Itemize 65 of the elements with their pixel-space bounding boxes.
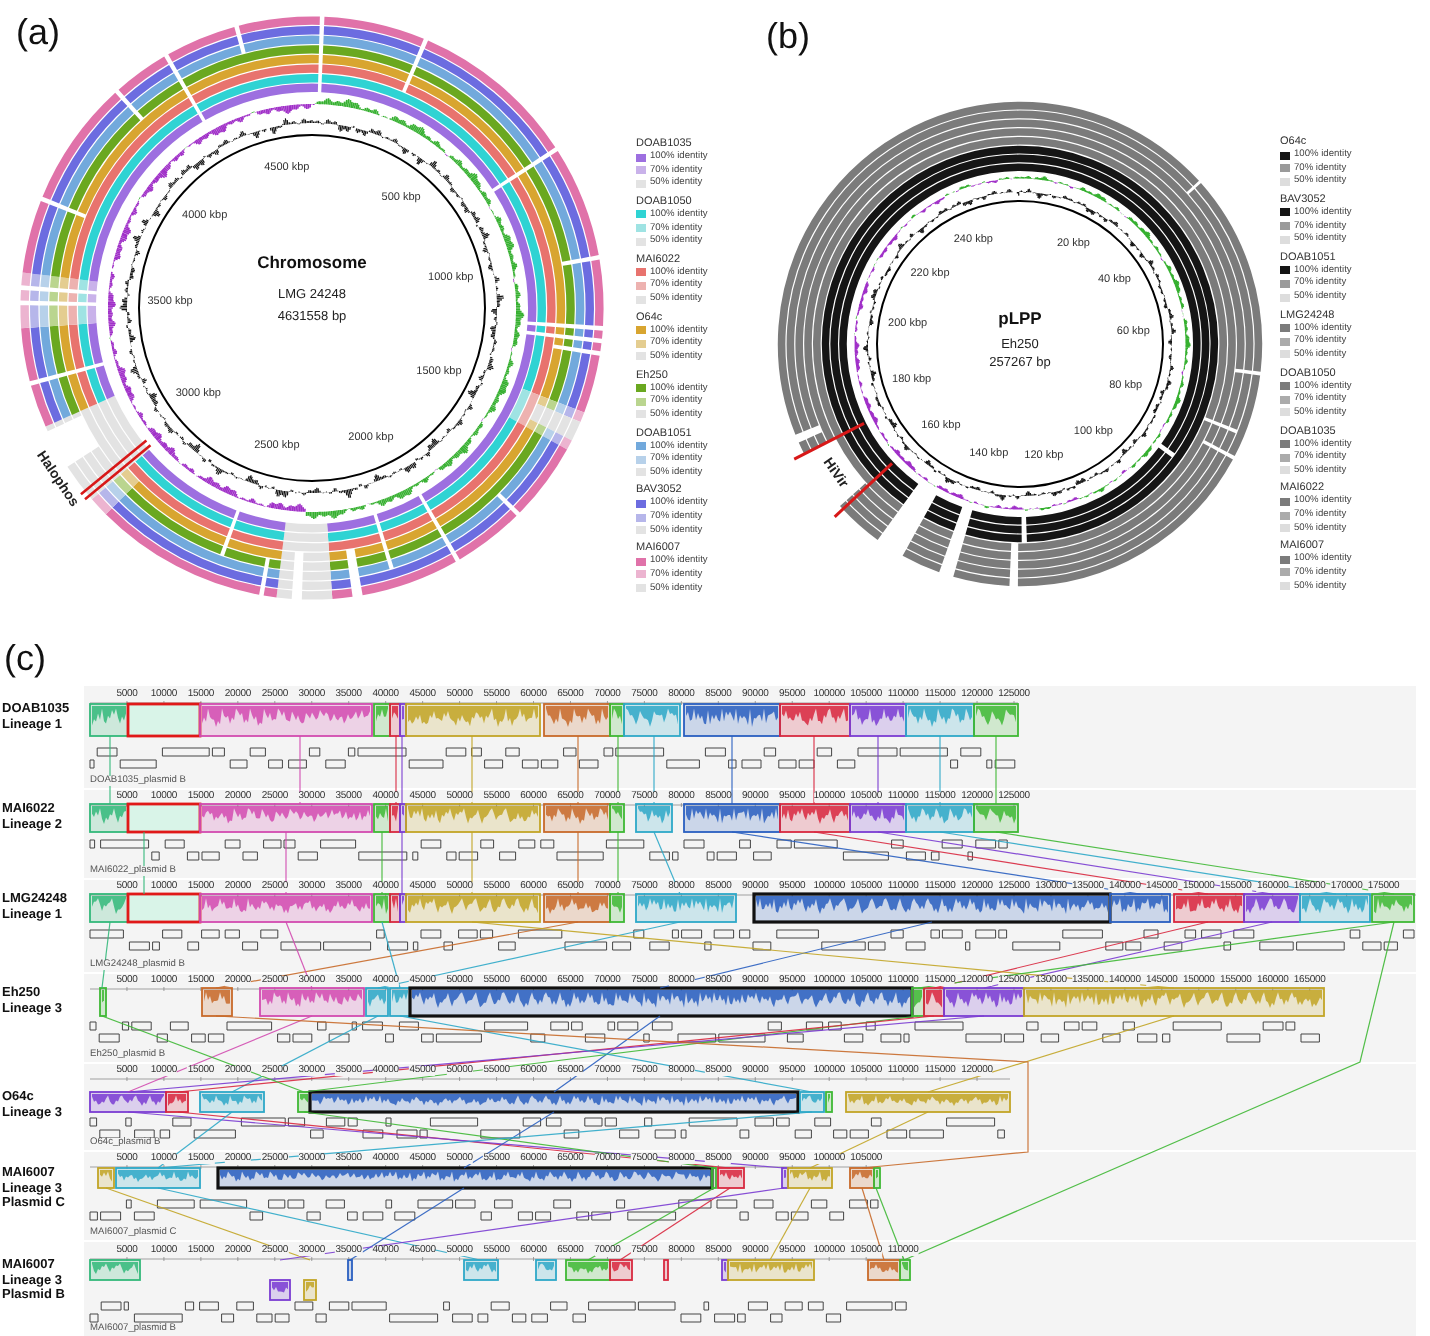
homology-line [939,735,941,805]
homology-line [731,831,1141,895]
homology-line [617,735,619,805]
homology-line [813,831,1209,895]
homology-line [995,831,1395,895]
homology-line [471,735,473,805]
homology-line [917,921,1395,989]
panel-label: (c) [4,638,46,678]
homology-line [109,735,111,805]
homology-line [731,735,733,805]
homology-line [861,1187,885,1261]
homology-line [377,921,681,989]
homology-line [285,921,313,989]
homology-line [177,1111,731,1169]
homology-line [995,735,997,805]
homology-line [933,921,1209,989]
homology-line [285,831,287,895]
genome-track [0,880,1416,972]
homology-line [619,1187,731,1261]
homology-line [215,921,579,989]
homology-line [463,1111,555,1169]
homology-line [809,1111,929,1169]
homology-line [303,1111,715,1169]
homology-line [577,735,579,805]
homology-line [875,1187,905,1261]
homology-line [157,1187,481,1261]
homology-line [877,831,1273,895]
homology-line [401,831,403,895]
homology-line [143,831,145,895]
homology-line [349,1187,465,1261]
homology-line [903,921,1395,1261]
homology-line [653,735,655,805]
homology-line [939,831,1337,895]
homology-line [813,735,815,805]
homology-line [877,735,879,805]
homology-line [401,735,403,805]
homology-line [617,831,619,895]
homology-line [299,735,301,805]
homology-line [659,921,933,989]
homology-line [471,831,473,895]
homology-line [101,1015,305,1093]
homology-line [279,1187,785,1261]
homology-line [577,831,579,895]
homology-line [105,1187,311,1261]
homology-line [303,1015,919,1093]
homology-line [395,735,397,805]
homology-line [471,921,1175,989]
panel-label: (a) [16,12,60,52]
homology-line [553,1015,661,1093]
homology-line [927,1015,1175,1093]
homology-line [127,1015,313,1093]
panel-label: (b) [766,16,810,56]
homology-line [101,921,111,989]
homology-line [381,921,401,989]
plot-title: Chromosome [257,252,367,272]
homology-line [769,1187,811,1261]
homology-line [381,831,383,895]
plot-title: pLPP [998,308,1042,328]
homology-line [983,921,1273,989]
homology-line [231,1015,379,1093]
homology-line [399,1015,813,1093]
homology-line [215,1015,1029,1169]
homology-line [587,1187,715,1261]
homology-line [157,1111,233,1169]
homology-line [653,831,681,895]
